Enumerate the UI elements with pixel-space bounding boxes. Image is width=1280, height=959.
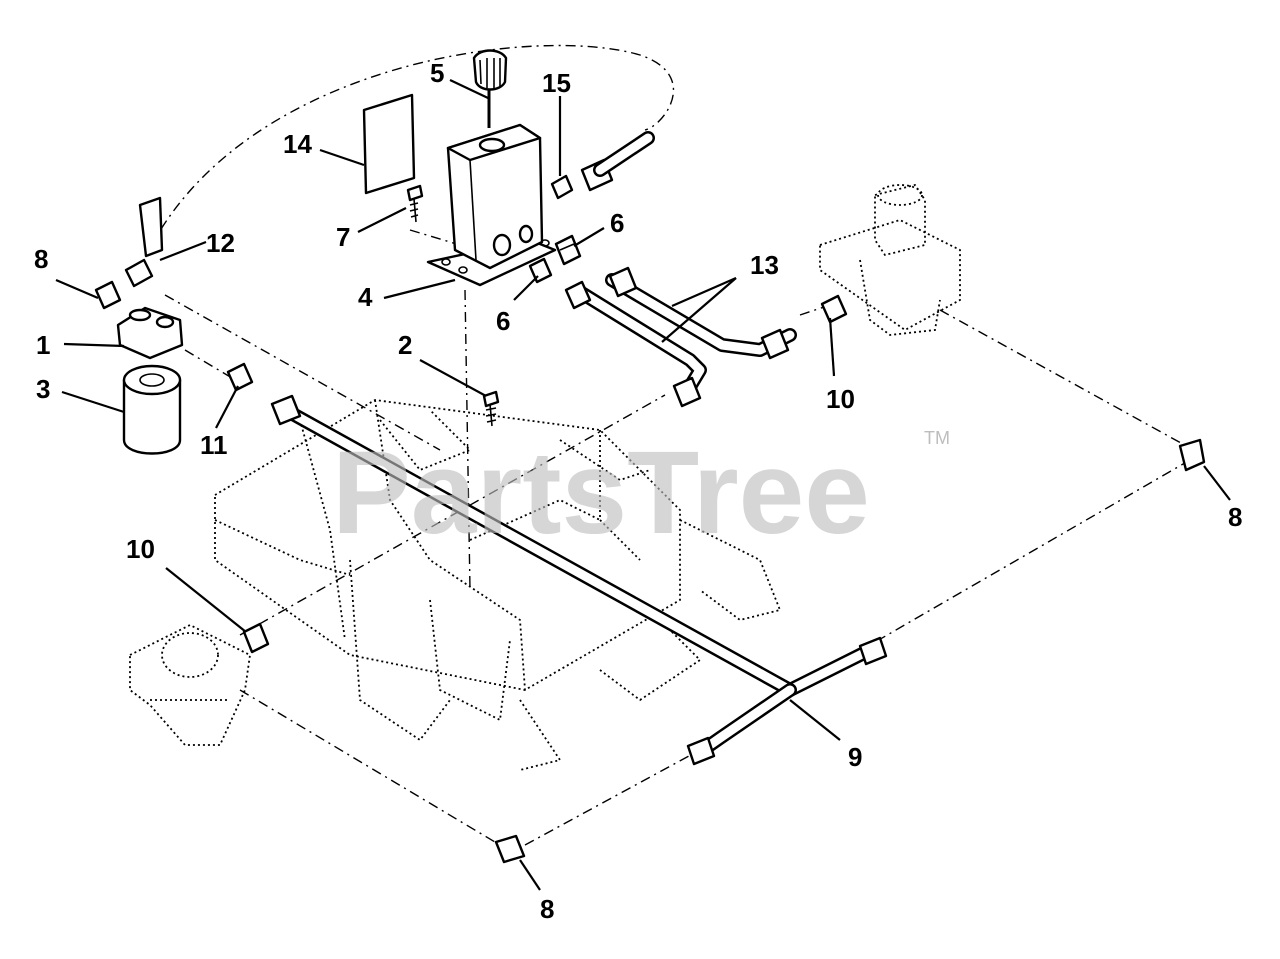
watermark: PartsTree	[332, 427, 870, 559]
filter-head	[116, 306, 184, 360]
callout-8-bottom: 8	[540, 894, 554, 924]
oil-filter	[122, 364, 182, 455]
callout-6-lower: 6	[496, 306, 510, 336]
callout-5: 5	[430, 58, 444, 88]
callout-12: 12	[206, 228, 235, 258]
callout-7: 7	[336, 222, 350, 252]
hex-bolt	[406, 184, 424, 223]
callout-8-left: 8	[34, 244, 48, 274]
callout-15: 15	[542, 68, 571, 98]
callout-8-right: 8	[1228, 502, 1242, 532]
wheel-motor-outline	[129, 623, 251, 746]
fitting-8-left	[94, 280, 122, 310]
fitting-10-right	[820, 294, 848, 324]
callout-4: 4	[358, 282, 373, 312]
callout-labels: 5 15 14 7 6 6 4 13 2 10 12 8 1 3 11 8 10…	[34, 58, 1242, 924]
fitting-11	[226, 362, 254, 392]
callout-10-left: 10	[126, 534, 155, 564]
trademark-symbol: TM	[924, 428, 950, 448]
callout-11: 11	[200, 430, 228, 460]
fitting-8-bottom	[494, 834, 526, 864]
assembly-guide-lines	[149, 44, 1191, 846]
callout-14: 14	[283, 129, 312, 159]
fitting-6-lower	[528, 257, 553, 284]
mounting-bolt	[482, 390, 500, 427]
reservoir-cap	[472, 49, 508, 128]
fitting-10-left	[242, 622, 270, 654]
fitting-8-right	[1178, 438, 1206, 472]
callout-3: 3	[36, 374, 50, 404]
callout-13: 13	[750, 250, 779, 280]
hydraulic-hoses	[564, 266, 797, 408]
callout-6-upper: 6	[610, 208, 624, 238]
callout-2: 2	[398, 330, 412, 360]
hydraulic-reservoir	[426, 123, 557, 287]
fitting-12	[124, 196, 164, 288]
decal	[362, 93, 416, 195]
fitting-6-upper	[554, 234, 582, 266]
hydraulic-pump-outline	[819, 183, 961, 336]
callout-1: 1	[36, 330, 50, 360]
callout-10-right: 10	[826, 384, 855, 414]
callout-9: 9	[848, 742, 862, 772]
steel-tube	[270, 394, 888, 766]
upper-hose	[593, 131, 655, 177]
mower-frame-outline	[214, 399, 782, 771]
leader-lines	[55, 79, 1231, 891]
